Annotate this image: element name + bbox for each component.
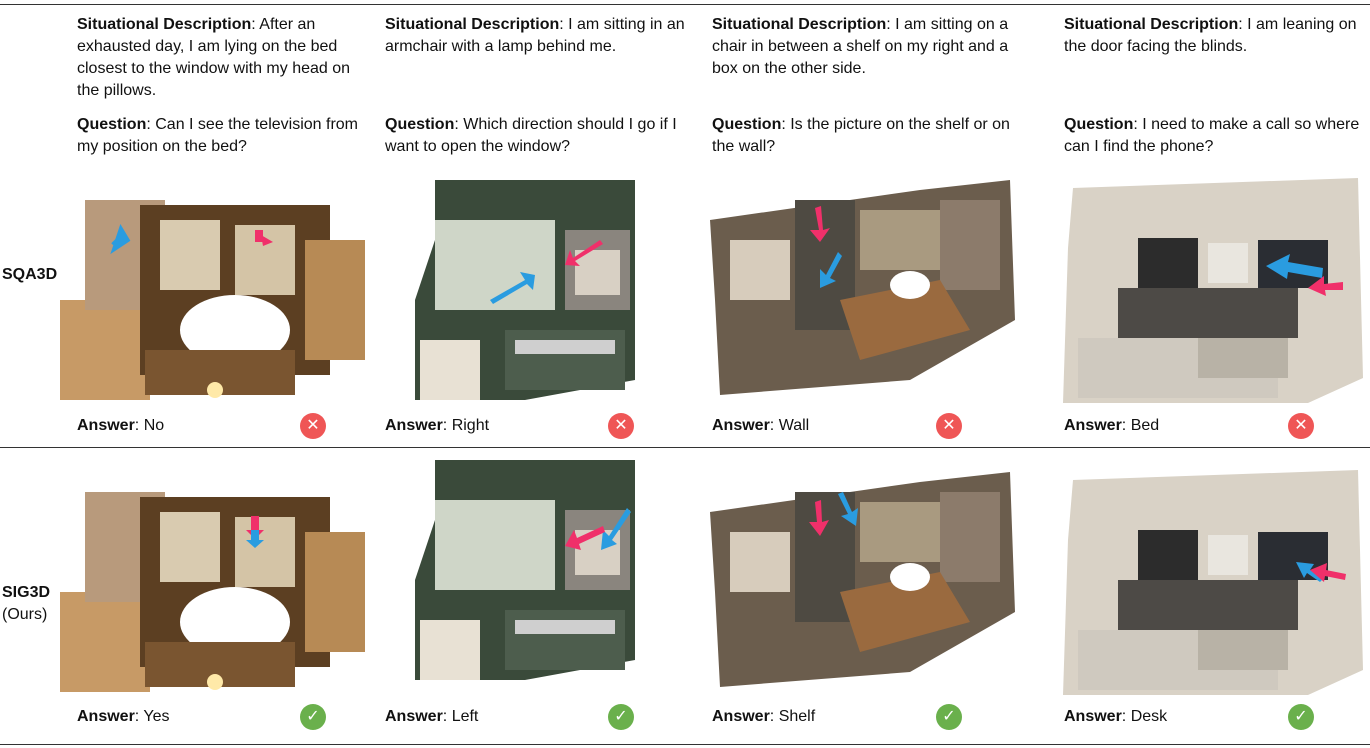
scene-room-sig3d (1058, 470, 1363, 700)
row-label-sig3d: SIG3D (Ours) (2, 584, 51, 623)
scene-office-sqa3d (710, 180, 1020, 395)
x-circle-icon: ✕ (1288, 413, 1314, 439)
check-circle-icon: ✓ (936, 704, 962, 730)
check-circle-icon: ✓ (608, 704, 634, 730)
x-circle-icon: ✕ (300, 413, 326, 439)
scene-room-sqa3d (1058, 178, 1363, 408)
answer-sqa3d-2: Answer: Right (385, 417, 490, 434)
scene-livingroom-sig3d (405, 460, 655, 690)
x-circle-icon: ✕ (608, 413, 634, 439)
scene-office-sig3d (710, 472, 1020, 687)
column-1-text: Situational Description: After an exhaus… (77, 14, 367, 155)
row-label-sqa3d: SQA3D (2, 266, 58, 283)
column-4-text: Situational Description: I am leaning on… (1064, 14, 1364, 155)
question-text: Question: Which direction should I go if… (385, 116, 677, 155)
answer-sig3d-3: Answer: Shelf (712, 708, 816, 725)
x-circle-icon: ✕ (936, 413, 962, 439)
answer-sqa3d-3: Answer: Wall (712, 417, 810, 434)
answer-sqa3d-1: Answer: No (77, 417, 165, 434)
check-circle-icon: ✓ (1288, 704, 1314, 730)
middle-rule (0, 447, 1370, 448)
situation-text: Situational Description: I am leaning on… (1064, 16, 1357, 55)
top-rule (0, 4, 1370, 5)
answer-sig3d-1: Answer: Yes (77, 708, 170, 725)
column-2-text: Situational Description: I am sitting in… (385, 14, 685, 155)
scene-bedroom-sig3d (55, 472, 365, 697)
question-text: Question: Can I see the television from … (77, 116, 358, 155)
question-text: Question: Is the picture on the shelf or… (712, 116, 1010, 155)
answer-sig3d-2: Answer: Left (385, 708, 479, 725)
column-3-text: Situational Description: I am sitting on… (712, 14, 1027, 155)
bottom-rule (0, 744, 1370, 745)
question-text: Question: I need to make a call so where… (1064, 116, 1360, 155)
answer-sig3d-4: Answer: Desk (1064, 708, 1168, 725)
answer-sqa3d-4: Answer: Bed (1064, 417, 1160, 434)
check-circle-icon: ✓ (300, 704, 326, 730)
situation-text: Situational Description: After an exhaus… (77, 16, 351, 99)
situation-text: Situational Description: I am sitting in… (385, 16, 685, 55)
scene-livingroom-sqa3d (405, 180, 655, 410)
situation-text: Situational Description: I am sitting on… (712, 16, 1009, 77)
scene-bedroom-sqa3d (55, 180, 365, 405)
